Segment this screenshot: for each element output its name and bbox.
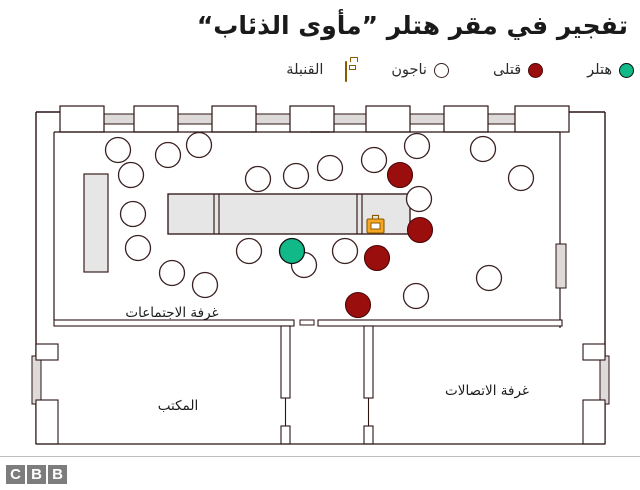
- legend-item-hitler: هتلر: [587, 60, 634, 80]
- top-window-band: [59, 105, 570, 133]
- survivor-marker: [158, 259, 186, 287]
- survivor-marker: [403, 132, 431, 160]
- survivor-marker: [475, 264, 503, 292]
- left-wall-window: [31, 343, 59, 445]
- legend-item-survivors: ناجون: [391, 60, 449, 80]
- survivor-marker: [235, 237, 263, 265]
- hitler-marker: [278, 237, 306, 265]
- survivor-marker: [360, 146, 388, 174]
- briefcase-icon: [330, 60, 348, 82]
- survivor-marker: [402, 282, 430, 310]
- lower-room-walls: [36, 325, 605, 445]
- survivor-marker: [124, 234, 152, 262]
- red-circle-icon: [528, 62, 544, 78]
- survivor-marker: [316, 154, 344, 182]
- survivor-marker: [282, 162, 310, 190]
- bbc-logo: B B C: [6, 465, 67, 484]
- bbc-letter-2: B: [27, 465, 46, 484]
- meeting-room-walls: [53, 131, 567, 328]
- legend-label-victims: قتلى: [492, 62, 522, 78]
- victim-marker: [406, 216, 434, 244]
- footer-divider: [0, 456, 640, 457]
- bomb-briefcase-icon: [366, 214, 385, 234]
- legend-item-bomb: القنبلة: [286, 60, 348, 82]
- survivor-marker: [191, 271, 219, 299]
- bbc-letter-1: B: [48, 465, 67, 484]
- hollow-circle-icon: [433, 62, 449, 78]
- survivor-marker: [331, 237, 359, 265]
- survivor-marker: [405, 185, 433, 213]
- side-cabinet: [83, 173, 109, 273]
- legend-label-hitler: هتلر: [587, 62, 612, 78]
- bbc-letter-3: C: [6, 465, 25, 484]
- room-label-meeting: غرفة الاجتماعات: [125, 305, 218, 321]
- floor-plan: غرفة الاجتماعات المكتب غرفة الاتصالات: [31, 105, 610, 445]
- legend-label-bomb: القنبلة: [286, 62, 324, 78]
- right-wall-window-lower: [582, 343, 610, 445]
- green-circle-icon: [619, 62, 634, 78]
- room-label-office: المكتب: [158, 398, 198, 414]
- victim-marker: [386, 161, 414, 189]
- survivor-marker: [244, 165, 272, 193]
- survivor-marker: [104, 136, 132, 164]
- page-title: تفجير في مقر هتلر ”مأوى الذئاب“: [196, 11, 628, 40]
- legend-item-victims: قتلى: [492, 60, 544, 80]
- survivor-marker: [469, 135, 497, 163]
- victim-marker: [344, 291, 372, 319]
- legend: هتلر قتلى ناجون القنبلة: [0, 57, 640, 83]
- survivor-marker: [154, 141, 182, 169]
- people-markers: [104, 131, 535, 319]
- survivor-marker: [185, 131, 213, 159]
- survivor-marker: [117, 161, 145, 189]
- legend-label-survivors: ناجون: [391, 62, 427, 78]
- survivor-marker: [507, 164, 535, 192]
- victim-marker: [363, 244, 391, 272]
- room-label-communications: غرفة الاتصالات: [445, 383, 529, 399]
- survivor-marker: [119, 200, 147, 228]
